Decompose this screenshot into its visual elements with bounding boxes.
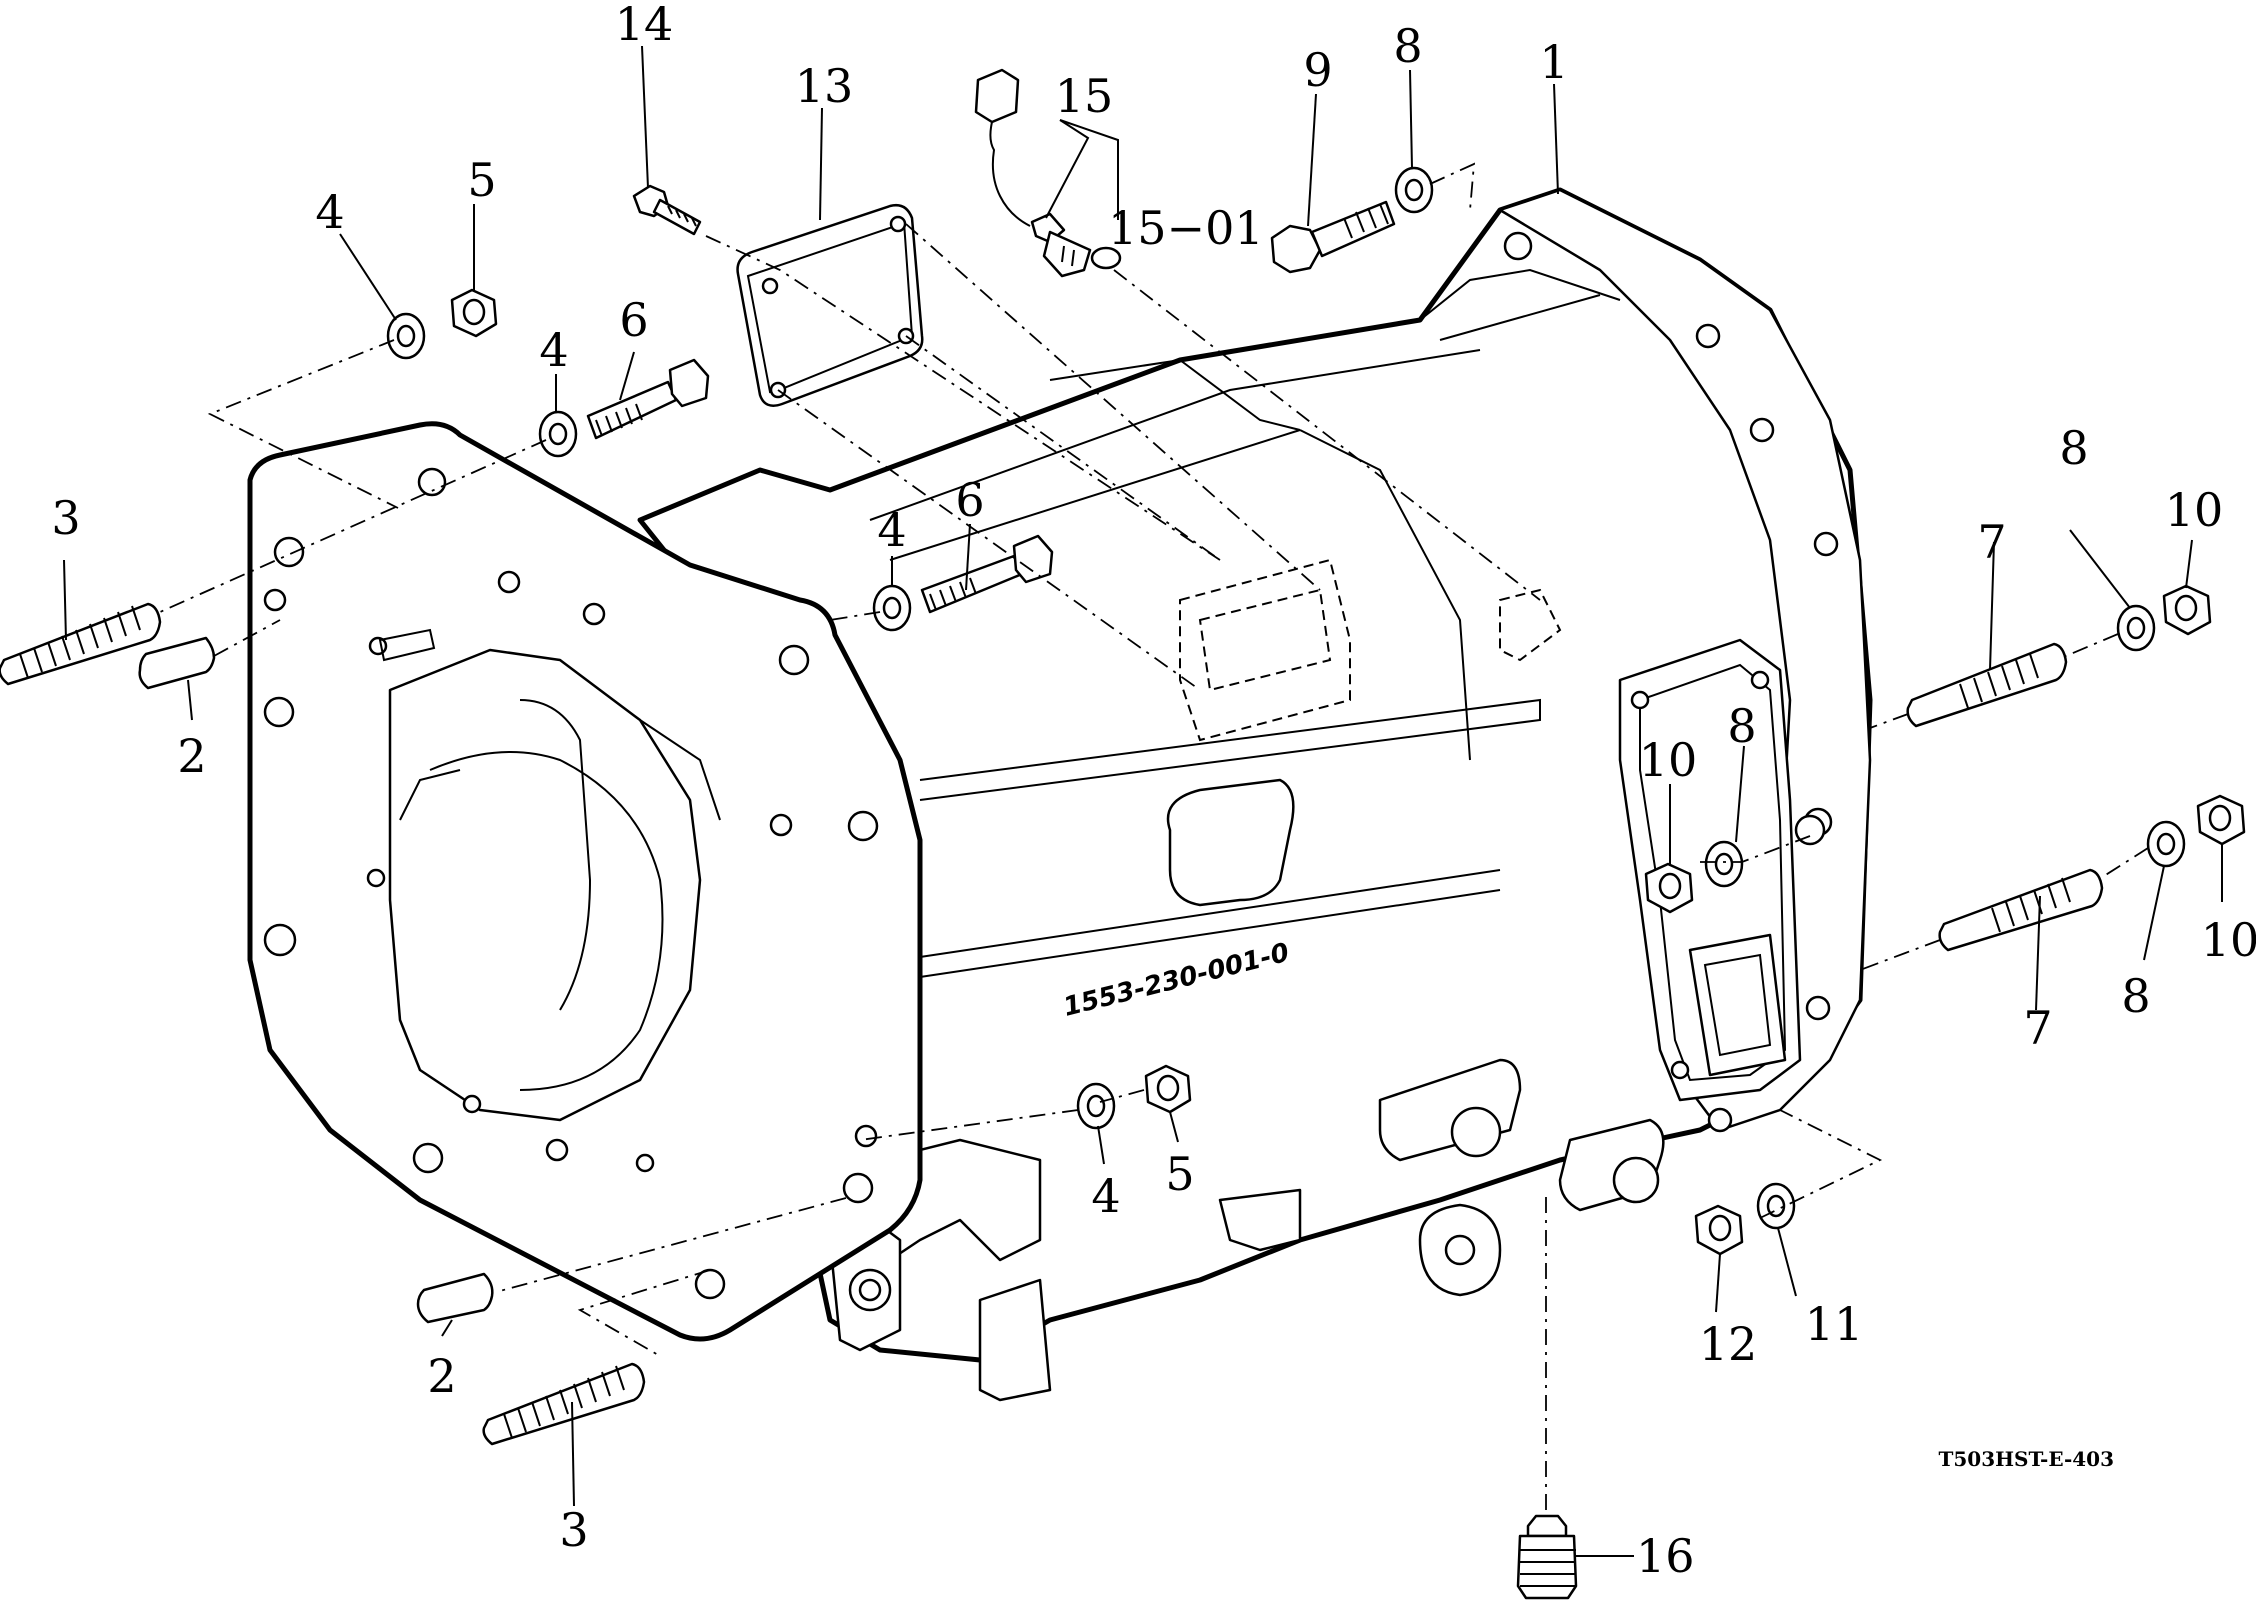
callout-6a: 6 bbox=[619, 293, 648, 347]
sensor-switch bbox=[974, 68, 1122, 278]
leader-lines bbox=[63, 45, 2223, 1557]
callout-15-01: 15−01 bbox=[1108, 201, 1264, 255]
nut-5-a bbox=[450, 288, 498, 338]
callout-16: 16 bbox=[1636, 1529, 1695, 1583]
dowel-pin-2-a bbox=[138, 636, 216, 690]
callout-8d: 8 bbox=[2121, 969, 2150, 1023]
washer-4-b bbox=[538, 410, 578, 458]
nut-12 bbox=[1694, 1204, 1744, 1256]
stud-3-a bbox=[0, 602, 162, 686]
callout-13: 13 bbox=[795, 59, 854, 113]
washer-11 bbox=[1756, 1182, 1796, 1230]
callout-10c: 10 bbox=[2201, 913, 2256, 967]
callout-2b: 2 bbox=[427, 1349, 456, 1403]
callout-15: 15 bbox=[1055, 69, 1114, 123]
callout-4b: 4 bbox=[539, 323, 568, 377]
washer-8-c bbox=[2146, 820, 2186, 868]
callout-8b: 8 bbox=[2059, 421, 2088, 475]
washer-8-d bbox=[1704, 840, 1744, 888]
callout-4a: 4 bbox=[315, 185, 344, 239]
callout-9: 9 bbox=[1303, 43, 1332, 97]
callout-3a: 3 bbox=[51, 491, 80, 545]
dowel-pin-2-b bbox=[416, 1272, 494, 1324]
callout-3b: 3 bbox=[559, 1503, 588, 1557]
nut-10-b bbox=[2196, 794, 2246, 846]
callout-12: 12 bbox=[1699, 1317, 1758, 1371]
washer-8-b bbox=[2116, 604, 2156, 652]
front-flange bbox=[247, 421, 923, 1342]
drain-plug bbox=[1516, 1514, 1578, 1600]
stud-7-b bbox=[1938, 868, 2104, 952]
stud-7-a bbox=[1906, 642, 2068, 728]
transmission-case bbox=[637, 187, 1873, 1402]
callout-5a: 5 bbox=[467, 153, 496, 207]
bolt-6-b bbox=[920, 534, 1054, 614]
callout-4d: 4 bbox=[1091, 1169, 1120, 1223]
callout-14: 14 bbox=[615, 0, 674, 51]
nut-10-c bbox=[1644, 862, 1694, 914]
callout-2a: 2 bbox=[177, 729, 206, 783]
washer-4-a bbox=[386, 312, 426, 360]
reference-code: T503HST-E-403 bbox=[1938, 1447, 2114, 1471]
bolt-9 bbox=[1270, 200, 1396, 274]
callout-8a: 8 bbox=[1393, 19, 1422, 73]
callout-5b: 5 bbox=[1165, 1147, 1194, 1201]
nut-5-b bbox=[1144, 1064, 1192, 1114]
callout-11: 11 bbox=[1805, 1297, 1864, 1351]
callout-6b: 6 bbox=[955, 473, 984, 527]
callout-labels: 1 14 13 15 15−01 9 8 4 5 4 6 4 6 3 2 8 1… bbox=[51, 0, 2256, 1583]
callout-1: 1 bbox=[1539, 35, 1568, 89]
callout-10b: 10 bbox=[1639, 733, 1698, 787]
washer-8-top bbox=[1394, 166, 1434, 214]
nut-10-a bbox=[2162, 584, 2212, 636]
stud-3-b bbox=[482, 1362, 646, 1446]
callout-8c: 8 bbox=[1727, 699, 1756, 753]
bolt-cover bbox=[632, 184, 702, 236]
washer-4-c bbox=[872, 584, 912, 632]
washer-4-d bbox=[1076, 1082, 1116, 1130]
assembly-lines bbox=[159, 162, 2149, 1510]
bolt-6-a bbox=[586, 358, 710, 440]
callout-7b: 7 bbox=[2023, 1001, 2052, 1055]
cover-plate bbox=[736, 204, 924, 407]
callout-7a: 7 bbox=[1977, 515, 2006, 569]
callout-10a: 10 bbox=[2165, 483, 2224, 537]
callout-4c: 4 bbox=[877, 503, 906, 557]
